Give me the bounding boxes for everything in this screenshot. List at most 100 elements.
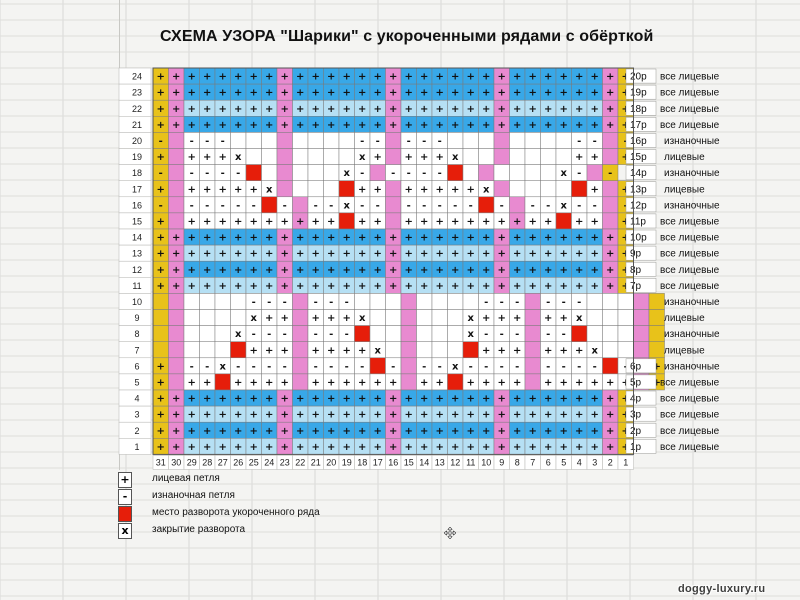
chart-cell-symbol: + bbox=[451, 410, 459, 421]
chart-cell-symbol: - bbox=[283, 361, 287, 372]
row-note-description: изнаночные bbox=[664, 361, 720, 372]
chart-cell-symbol: + bbox=[203, 265, 211, 276]
chart-cell-symbol: - bbox=[422, 168, 426, 179]
chart-cell-symbol: - bbox=[221, 168, 225, 179]
chart-cell-symbol: - bbox=[593, 200, 597, 211]
chart-cell-symbol: x bbox=[452, 361, 459, 372]
chart-cell-symbol: - bbox=[252, 200, 256, 211]
chart-cell-symbol: + bbox=[529, 104, 537, 115]
chart-cell-symbol: + bbox=[560, 394, 568, 405]
chart-cell-symbol: + bbox=[436, 216, 444, 227]
column-label: 22 bbox=[295, 457, 305, 467]
chart-cell-symbol: + bbox=[498, 265, 506, 276]
row-label: 20 bbox=[132, 136, 142, 146]
chart-cell-symbol: + bbox=[374, 216, 382, 227]
chart-cell-symbol: + bbox=[529, 233, 537, 244]
chart-cell-symbol: + bbox=[296, 281, 304, 292]
chart-cell-symbol: + bbox=[405, 120, 413, 131]
chart-cell-symbol: - bbox=[190, 361, 194, 372]
chart-cell-symbol: + bbox=[405, 265, 413, 276]
chart-cell-symbol: - bbox=[205, 200, 209, 211]
chart-cell-symbol: + bbox=[203, 249, 211, 260]
chart-cell-symbol: + bbox=[451, 88, 459, 99]
chart-cell-symbol: - bbox=[422, 361, 426, 372]
chart-cell-symbol: + bbox=[405, 152, 413, 163]
column-label: 6 bbox=[546, 457, 551, 467]
row-note-number: 1р bbox=[630, 442, 642, 453]
chart-cell-symbol: + bbox=[157, 410, 165, 421]
chart-cell-symbol: + bbox=[157, 281, 165, 292]
chart-cell bbox=[183, 309, 200, 326]
chart-cell bbox=[338, 132, 355, 149]
chart-cell-symbol: + bbox=[327, 120, 335, 131]
row-note-number: 16р bbox=[630, 136, 647, 147]
chart-cell-symbol: + bbox=[188, 72, 196, 83]
chart-cell-symbol: + bbox=[436, 184, 444, 195]
chart-cell-symbol: + bbox=[405, 233, 413, 244]
chart-cell-symbol: + bbox=[436, 410, 444, 421]
chart-cell-symbol: + bbox=[436, 426, 444, 437]
chart-cell-symbol: + bbox=[157, 394, 165, 405]
chart-cell bbox=[323, 180, 340, 198]
chart-cell-symbol: + bbox=[312, 120, 320, 131]
chart-cell-symbol: + bbox=[172, 249, 180, 260]
chart-cell-symbol: + bbox=[529, 281, 537, 292]
chart-cell-symbol: + bbox=[560, 410, 568, 421]
chart-cell-symbol: - bbox=[159, 168, 163, 179]
chart-cell-symbol: + bbox=[265, 410, 273, 421]
chart-cell-symbol: + bbox=[234, 377, 242, 388]
chart-cell bbox=[230, 309, 247, 326]
chart-cell bbox=[478, 164, 495, 181]
chart-cell-symbol: + bbox=[374, 265, 382, 276]
chart-cell-symbol: + bbox=[513, 377, 521, 388]
chart-cell-symbol: + bbox=[591, 394, 599, 405]
chart-cell-symbol: + bbox=[281, 265, 289, 276]
row-label-cell bbox=[118, 438, 152, 455]
chart-cell-symbol: + bbox=[219, 442, 227, 453]
row-label: 3 bbox=[134, 410, 139, 420]
chart-cell bbox=[323, 164, 340, 181]
chart-cell-symbol: x bbox=[235, 329, 242, 340]
chart-cell-symbol: + bbox=[575, 152, 583, 163]
chart-cell-symbol: + bbox=[157, 442, 165, 453]
chart-cell-symbol: + bbox=[296, 426, 304, 437]
chart-cell-symbol: - bbox=[159, 200, 163, 211]
chart-cell-symbol: + bbox=[219, 184, 227, 195]
chart-cell bbox=[524, 341, 541, 359]
chart-cell-symbol: + bbox=[188, 184, 196, 195]
chart-cell bbox=[245, 148, 262, 165]
chart-cell-symbol: + bbox=[157, 426, 165, 437]
chart-cell bbox=[416, 293, 433, 310]
chart-cell-symbol: + bbox=[606, 72, 614, 83]
chart-cell bbox=[462, 341, 479, 359]
chart-cell-symbol: - bbox=[360, 200, 364, 211]
chart-cell-symbol: + bbox=[327, 377, 335, 388]
chart-cell-symbol: - bbox=[329, 361, 333, 372]
row-note-description: лицевые bbox=[664, 152, 705, 163]
row-note-description: все лицевые bbox=[660, 410, 720, 421]
chart-cell-symbol: + bbox=[420, 233, 428, 244]
chart-cell bbox=[369, 309, 386, 326]
chart-cell bbox=[617, 309, 634, 326]
chart-cell-symbol: + bbox=[482, 216, 490, 227]
column-label: 10 bbox=[481, 457, 491, 467]
chart-cell-symbol: x bbox=[576, 313, 583, 324]
chart-cell-symbol: + bbox=[389, 377, 397, 388]
chart-cell-symbol: + bbox=[296, 233, 304, 244]
chart-cell-symbol: + bbox=[513, 313, 521, 324]
chart-cell bbox=[462, 164, 479, 181]
chart-cell bbox=[493, 148, 510, 165]
chart-cell-symbol: + bbox=[343, 233, 351, 244]
chart-cell-symbol: + bbox=[405, 426, 413, 437]
chart-cell-symbol: - bbox=[407, 168, 411, 179]
column-label: 29 bbox=[187, 457, 197, 467]
chart-cell-symbol: + bbox=[606, 426, 614, 437]
legend-label-purl: изнаночная петля bbox=[152, 490, 235, 501]
chart-cell-symbol: + bbox=[544, 104, 552, 115]
chart-cell-symbol: + bbox=[591, 152, 599, 163]
chart-cell bbox=[648, 293, 665, 310]
chart-cell bbox=[261, 164, 278, 181]
chart-cell-symbol: + bbox=[405, 249, 413, 260]
chart-cell-symbol: + bbox=[374, 442, 382, 453]
chart-cell-symbol: + bbox=[250, 184, 258, 195]
